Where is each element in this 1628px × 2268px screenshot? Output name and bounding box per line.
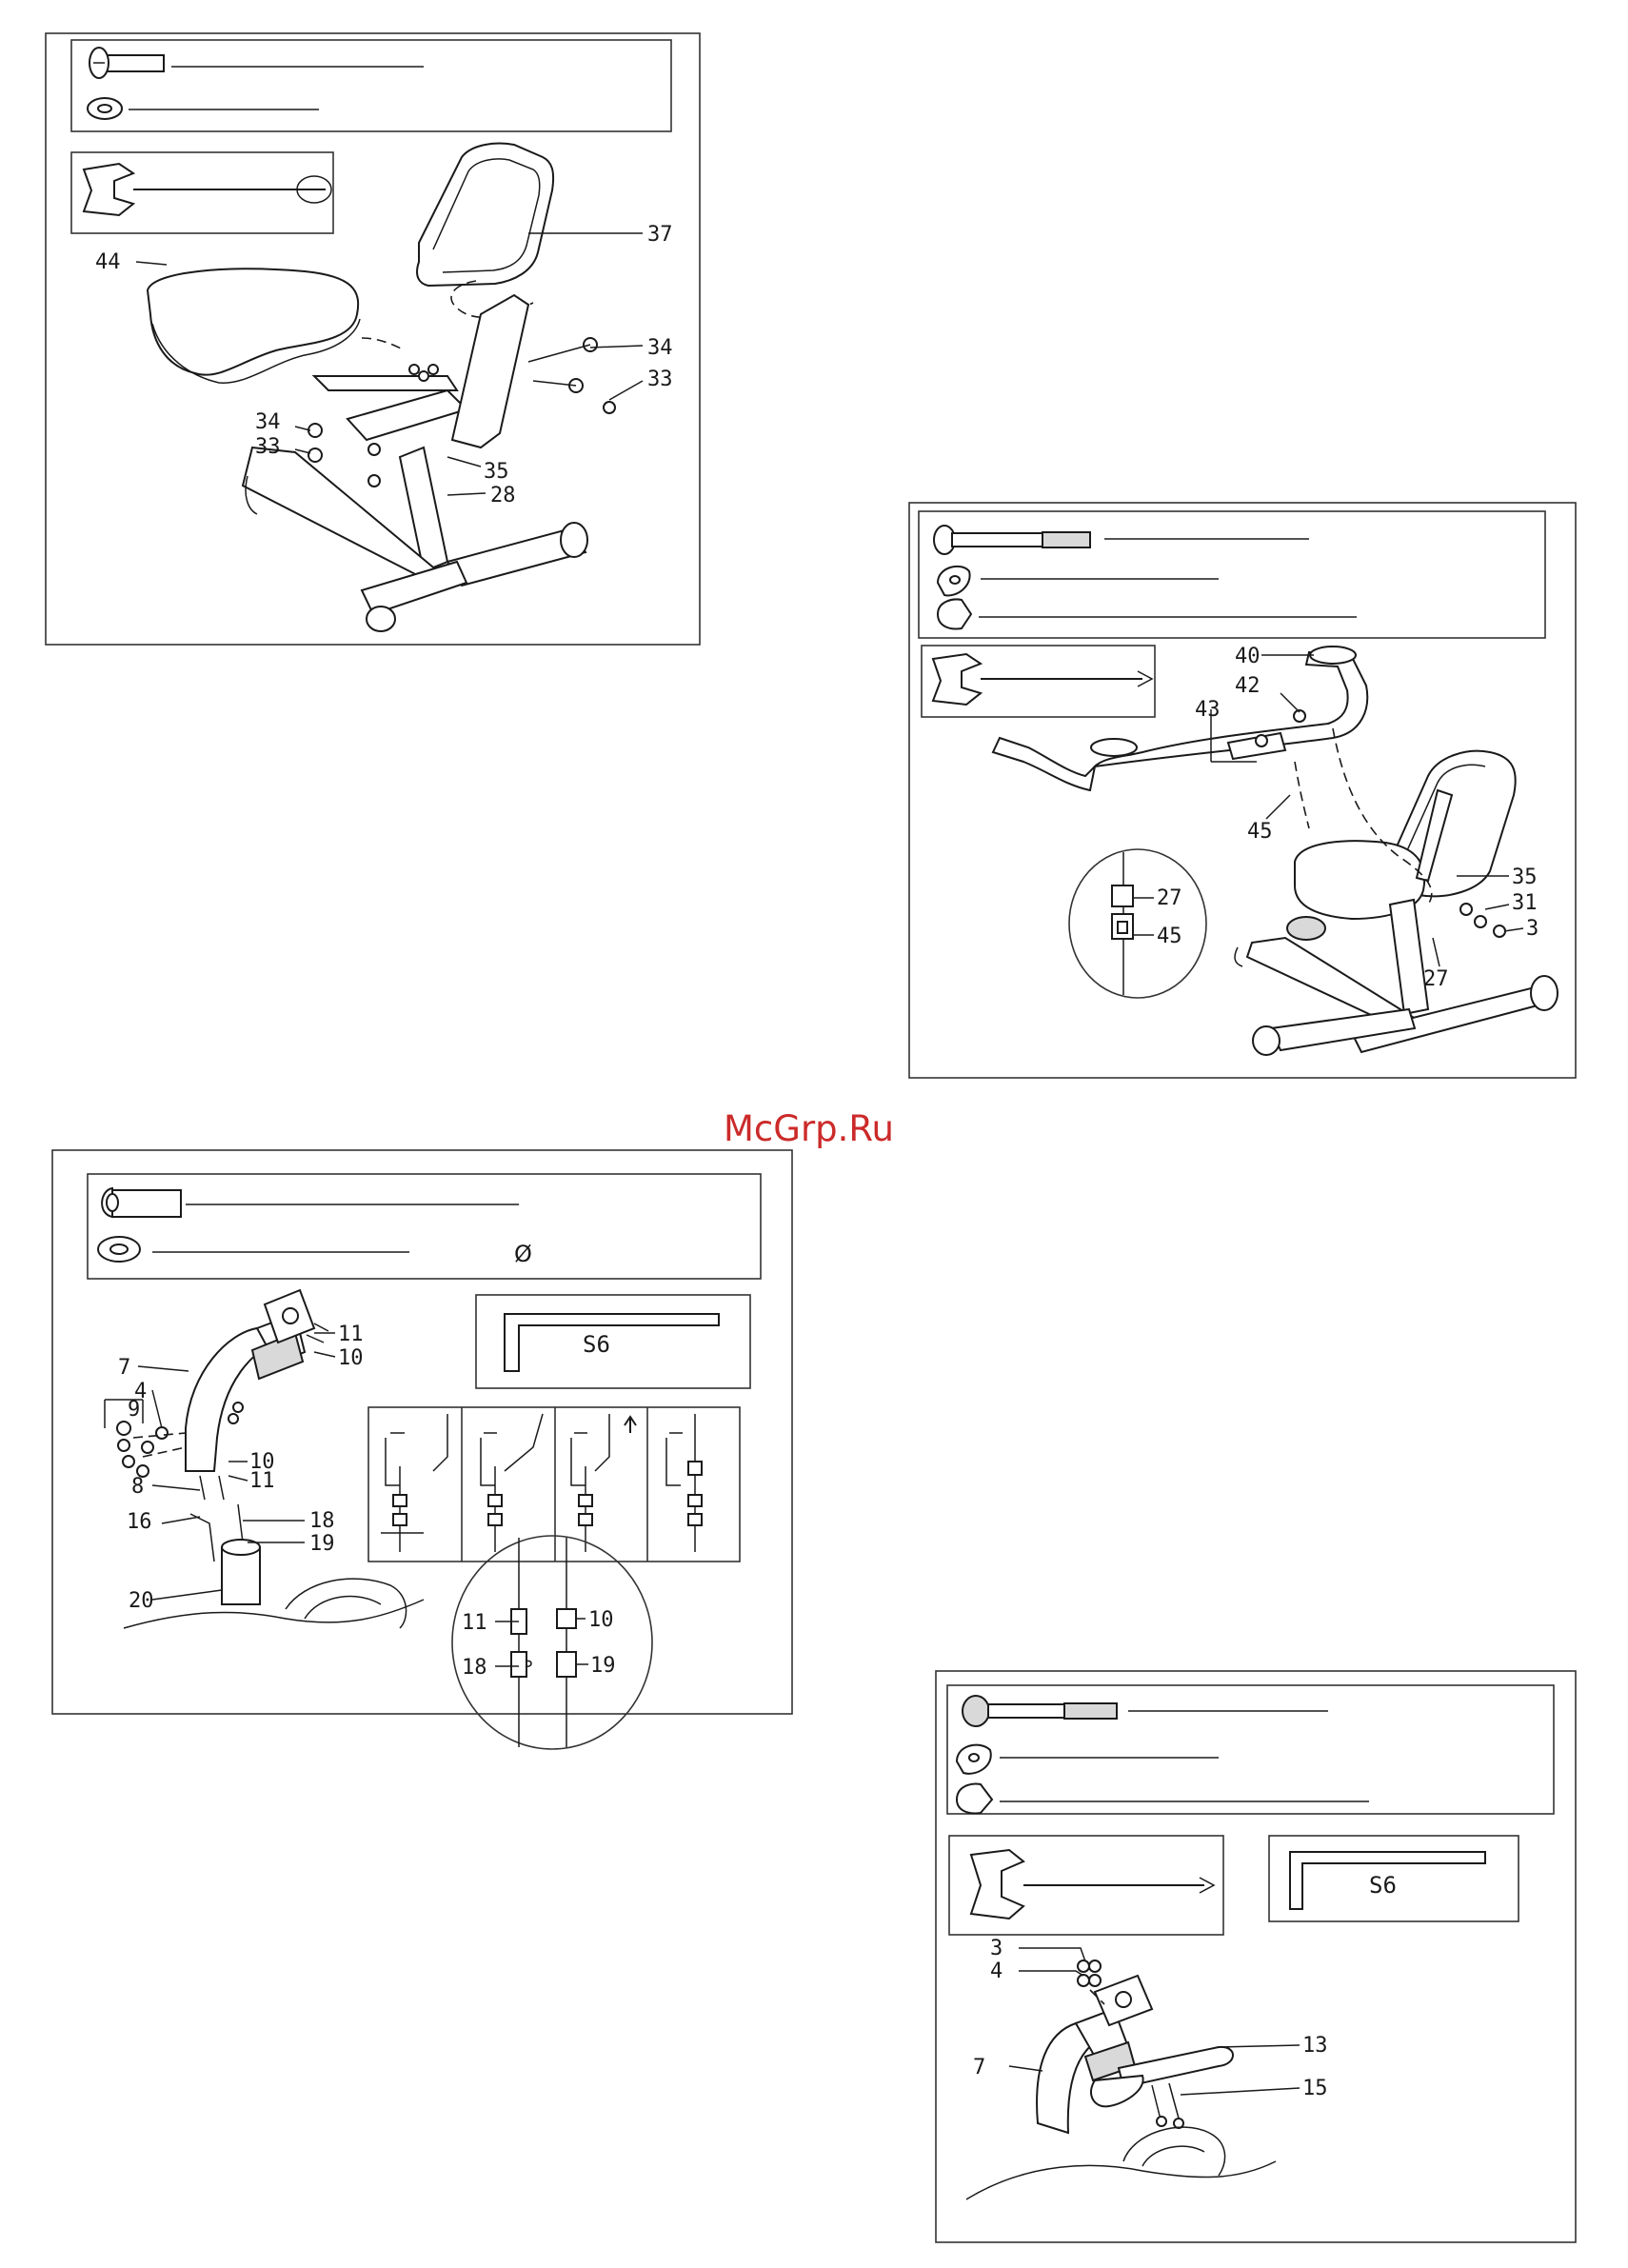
panel-seat-assembly: 44 37 34 33 34 33 35 28 xyxy=(46,33,700,645)
bolt-icon xyxy=(963,1696,1117,1726)
callout-11: 11 xyxy=(249,1469,275,1493)
callout-33b: 33 xyxy=(255,435,281,459)
lower-tube xyxy=(124,1540,424,1628)
callout-45b: 45 xyxy=(1157,925,1182,948)
callout-13: 13 xyxy=(1302,2034,1328,2058)
callout-31: 31 xyxy=(1512,891,1538,915)
callout-18: 18 xyxy=(309,1509,335,1533)
main-frame xyxy=(1235,900,1558,1055)
callout-19b: 19 xyxy=(590,1654,616,1678)
callout-20: 20 xyxy=(129,1589,154,1613)
callout-28: 28 xyxy=(490,484,516,507)
bolt-icon xyxy=(102,1188,181,1217)
washer-icon xyxy=(88,98,122,119)
callout-10c: 10 xyxy=(588,1608,614,1632)
callout-33: 33 xyxy=(647,368,673,391)
callout-35: 35 xyxy=(484,460,509,484)
seat-and-backrest xyxy=(1295,751,1516,919)
callout-16: 16 xyxy=(127,1510,152,1534)
callout-34b: 34 xyxy=(255,410,281,434)
callout-18b: 18 xyxy=(462,1656,487,1680)
callout-37: 37 xyxy=(647,223,673,247)
callout-8: 8 xyxy=(131,1475,144,1499)
detail-circle xyxy=(1069,849,1206,998)
washer-icon xyxy=(938,567,970,596)
hardware-box xyxy=(71,40,671,131)
callout-11b: 11 xyxy=(338,1323,364,1346)
hardware-box xyxy=(919,511,1545,638)
callout-9: 9 xyxy=(128,1398,140,1422)
callout-19: 19 xyxy=(309,1532,335,1556)
panel-handlebar-assembly: 40 42 43 45 27 45 35 31 3 27 xyxy=(909,503,1576,1078)
console-mast xyxy=(186,1290,328,1471)
callout-7: 7 xyxy=(118,1356,130,1380)
hardware-dot xyxy=(1460,904,1472,915)
callout-35: 35 xyxy=(1512,865,1538,889)
diameter-symbol: Ø xyxy=(514,1241,532,1267)
watermark: McGrp.Ru xyxy=(724,1108,894,1149)
seat-cushion xyxy=(148,269,360,383)
handlebar xyxy=(993,647,1367,790)
backrest-pad xyxy=(417,144,553,286)
callout-7: 7 xyxy=(973,2056,985,2079)
callout-42: 42 xyxy=(1235,674,1261,698)
hardware-dot xyxy=(1475,916,1486,927)
allen-key-icon xyxy=(505,1314,719,1371)
callout-4: 4 xyxy=(990,1960,1003,1983)
washer-icon xyxy=(98,1237,140,1262)
cable-connection-steps xyxy=(368,1407,740,1562)
bolt-icon xyxy=(89,48,164,78)
panel-frame xyxy=(936,1671,1576,2242)
callout-27: 27 xyxy=(1157,886,1182,910)
callout-15: 15 xyxy=(1302,2077,1328,2100)
callout-10b: 10 xyxy=(338,1346,364,1370)
panel-console-mast-assembly: Ø S6 xyxy=(52,1150,792,1749)
callout-3: 3 xyxy=(1526,917,1539,941)
wrench-screwdriver-icon xyxy=(84,164,331,215)
callout-40: 40 xyxy=(1235,645,1261,668)
tool-label-s6: S6 xyxy=(583,1331,610,1358)
callout-45: 45 xyxy=(1247,820,1273,844)
tool-label-s6: S6 xyxy=(1369,1872,1397,1899)
hardware-dot xyxy=(1256,735,1267,746)
bolt-icon xyxy=(934,526,1090,554)
washer-icon xyxy=(957,1745,991,1774)
callout-11c: 11 xyxy=(462,1611,487,1635)
panel-hand-grip-assembly: S6 3 4 7 1 xyxy=(936,1671,1576,2242)
console-mast xyxy=(1037,1960,1233,2133)
callout-34: 34 xyxy=(647,336,673,360)
callout-3: 3 xyxy=(990,1937,1003,1960)
hardware-box xyxy=(88,1174,761,1279)
nut-icon xyxy=(957,1784,992,1814)
callout-43: 43 xyxy=(1195,698,1221,722)
hardware-dot xyxy=(1494,925,1505,937)
nut-icon xyxy=(938,600,971,629)
detail-circle xyxy=(452,1536,652,1749)
wrench-screwdriver-icon xyxy=(971,1850,1214,1919)
callout-44: 44 xyxy=(95,250,121,274)
callout-27b: 27 xyxy=(1423,967,1449,991)
wrench-screwdriver-icon xyxy=(933,654,1152,705)
